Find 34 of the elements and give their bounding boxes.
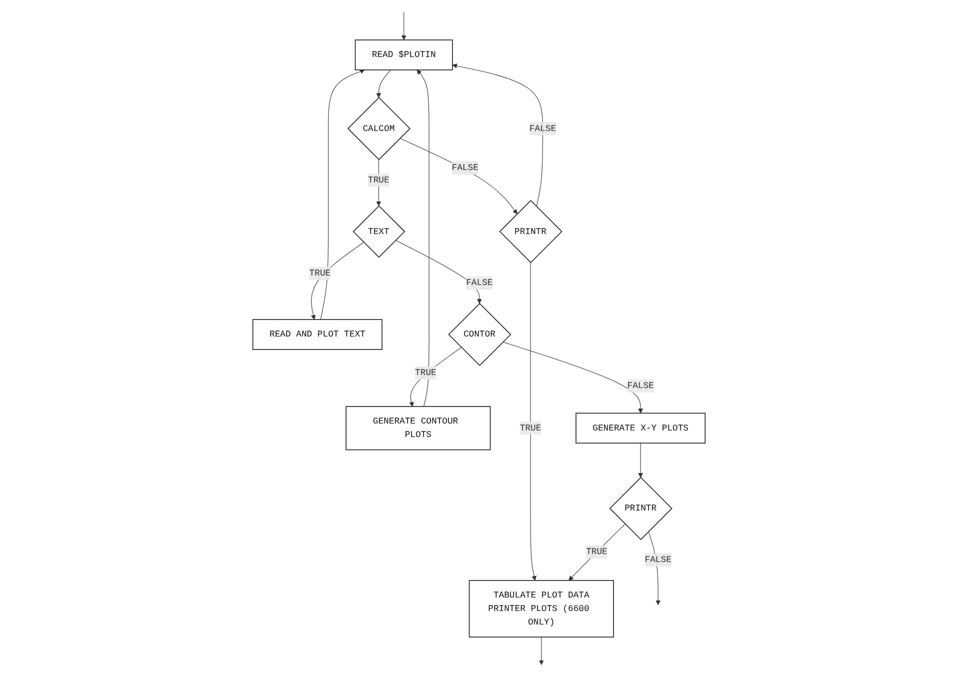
arrow [401,12,406,40]
arrow [376,70,392,98]
node-diamond: PRINTR [499,200,562,264]
node-diamond: CALCOM [347,97,410,160]
edge-label: TRUE [415,368,436,378]
edge-label: FALSE [627,380,654,391]
node-diamond: CONTOR [448,302,512,366]
edge-label: TRUE [309,268,331,278]
arrow [409,347,462,407]
edge-label: FALSE [529,124,556,134]
arrow [320,69,365,320]
arrow [502,342,643,414]
arrow [400,138,518,214]
edge-label: FALSE [644,554,672,565]
arrow [568,524,626,581]
node-diamond: PRINTR [609,476,672,540]
arrow [538,636,544,666]
edge-label: FALSE [452,162,478,173]
node-box: READ AND PLOT TEXT [252,319,382,350]
node-box: TABULATE PLOT DATA PRINTER PLOTS (6600 ONLY) [468,580,614,638]
edge-label: TRUE [368,175,390,186]
arrow [452,64,543,207]
arrow [638,442,643,478]
node-box: GENERATE X-Y PLOTS [576,412,706,444]
arrow [310,242,364,320]
node-box: GENERATE CONTOUR PLOTS [346,406,491,450]
node-box: READ $PLOTIN [354,40,453,70]
arrow [416,70,430,407]
arrow [376,159,382,206]
edge-label: TRUE [520,423,542,434]
edge-label: FALSE [466,278,493,288]
arrow [530,262,536,581]
edge-label: TRUE [586,547,608,557]
node-diamond: TEXT [352,205,406,258]
